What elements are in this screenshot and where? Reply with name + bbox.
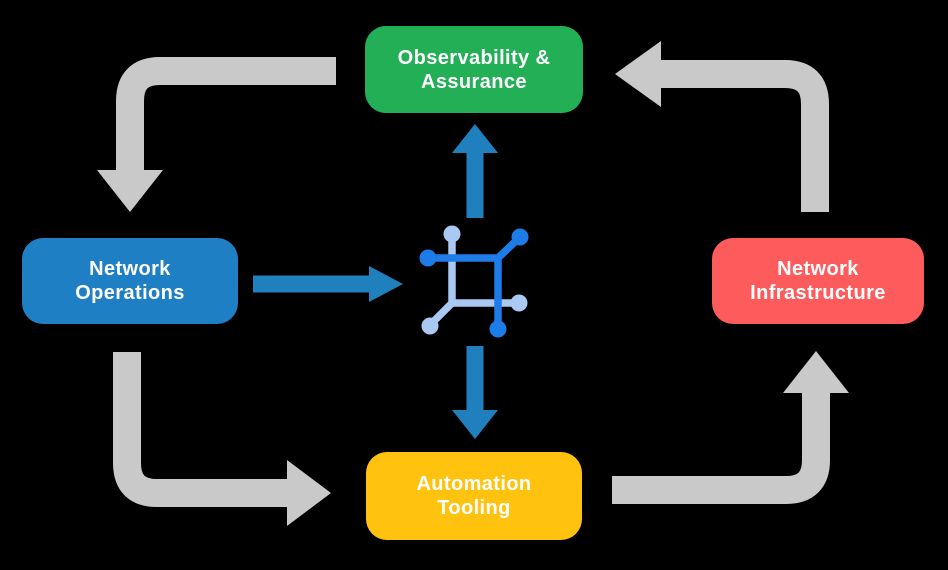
io-arrow-center-to-observability — [452, 124, 498, 218]
io-arrow-center-to-tooling — [452, 346, 498, 439]
icon-node-bottom — [489, 320, 507, 338]
icon-node-top — [443, 225, 461, 243]
io-arrow-operations-to-center — [253, 266, 403, 302]
node-label: Network Operations — [75, 258, 185, 304]
node-network-operations: Network Operations — [22, 238, 238, 324]
node-automation-tooling: Automation Tooling — [366, 452, 582, 540]
flow-arrow-observability-to-operations — [97, 57, 336, 212]
flow-arrow-tooling-to-infrastructure — [612, 351, 849, 504]
arrowhead-down-icon — [452, 410, 498, 439]
arrowhead-right-icon — [369, 266, 403, 302]
flow-arrow-shaft — [660, 60, 829, 212]
arrowhead-up-icon — [452, 124, 498, 153]
node-label: Automation Tooling — [416, 473, 532, 519]
flow-arrow-shaft — [116, 57, 336, 172]
flow-arrow-operations-to-tooling — [113, 352, 331, 526]
node-observability-assurance: Observability & Assurance — [365, 26, 583, 113]
flow-arrow-infrastructure-to-observability — [615, 41, 829, 212]
icon-node-left — [419, 249, 437, 267]
icon-node-right — [510, 294, 528, 312]
node-network-infrastructure: Network Infrastructure — [712, 238, 924, 324]
icon-node-top-right — [511, 228, 529, 246]
node-label: Network Infrastructure — [750, 258, 886, 304]
arrowhead-up-icon — [783, 351, 849, 393]
flow-arrow-shaft — [612, 392, 830, 504]
icon-node-bottom-left — [421, 317, 439, 335]
arrowhead-right-icon — [287, 460, 331, 526]
arrowhead-down-icon — [97, 170, 163, 212]
network-mesh-icon — [419, 225, 529, 338]
node-label: Observability & Assurance — [397, 46, 551, 93]
arrowhead-left-icon — [615, 41, 661, 107]
flow-arrow-shaft — [113, 352, 288, 507]
